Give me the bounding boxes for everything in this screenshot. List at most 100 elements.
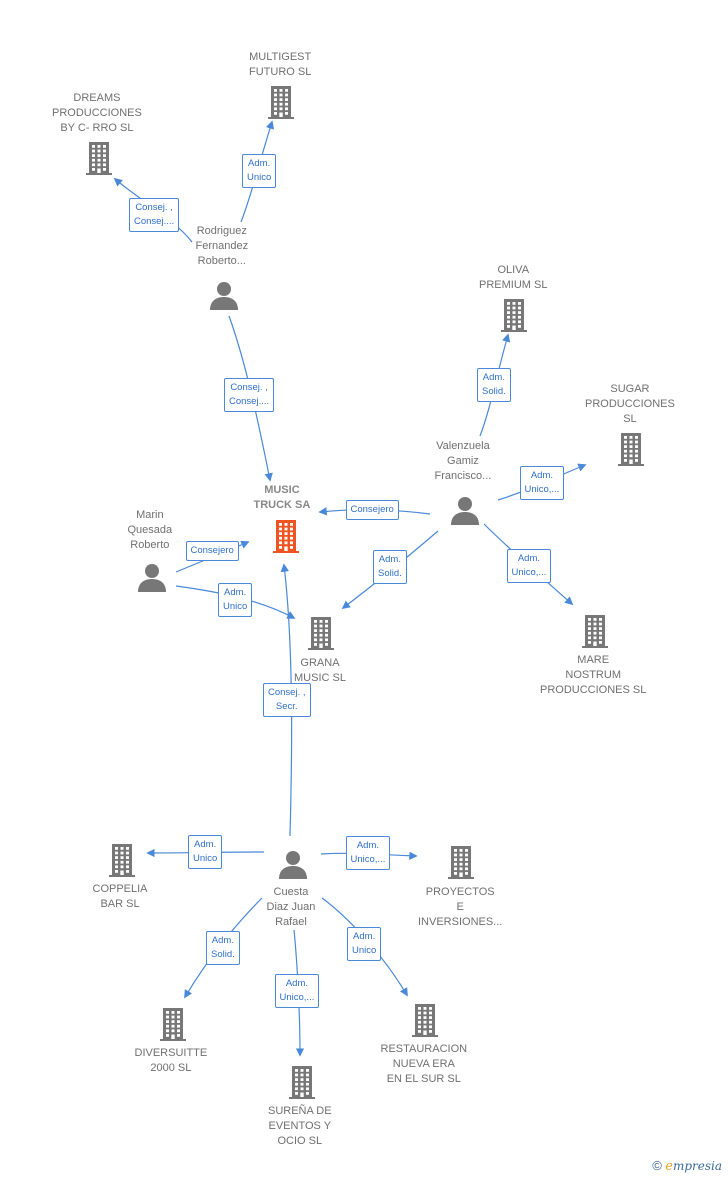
edge-label-line: Consej. ,	[230, 382, 268, 393]
edge-label-cuesta-to-music_truck[interactable]: Consej. , Secr.	[263, 683, 311, 717]
node-label-music-truck[interactable]: MUSIC TRUCK SA	[254, 483, 311, 513]
edge-label-line: Unico	[247, 172, 272, 183]
building-icon-mare[interactable]	[581, 614, 609, 653]
node-label-line: NOSTRUM	[565, 669, 621, 681]
node-label-line: 2000 SL	[150, 1062, 192, 1074]
person-icon-rodriguez[interactable]	[209, 280, 239, 315]
node-label-diversuitte[interactable]: DIVERSUITTE 2000 SL	[135, 1046, 208, 1076]
person-icon-cuesta[interactable]	[278, 849, 308, 884]
person-icon-valenzuela[interactable]	[450, 495, 480, 530]
edge-label-rodriguez-to-dreams[interactable]: Consej. ,Consej....	[129, 198, 180, 232]
building-icon-oliva[interactable]	[500, 298, 528, 337]
building-icon-restauracion[interactable]	[411, 1003, 439, 1042]
edge-label-line: Adm.	[224, 587, 247, 598]
edge-label-line: Adm.	[285, 978, 309, 989]
node-label-line: GRANA	[300, 657, 340, 669]
edge-label-rodriguez-to-music_truck[interactable]: Consej. , Consej....	[224, 378, 275, 412]
node-label-line: SL	[623, 413, 637, 425]
node-label-line: OLIVA	[497, 264, 530, 276]
node-label-line: INVERSIONES...	[418, 916, 503, 928]
node-label-line: Roberto	[130, 539, 170, 551]
node-label-line: TRUCK SA	[253, 499, 311, 511]
node-label-line: BAR SL	[100, 898, 140, 910]
node-label-line: SUREÑA DE	[268, 1105, 332, 1117]
edge-label-valenzuela-to-sugar[interactable]: Adm.Unico,...	[519, 466, 565, 500]
edge-label-line: Adm.	[517, 553, 541, 564]
node-label-coppelia[interactable]: COPPELIA BAR SL	[93, 882, 148, 912]
edge-label-line: Adm.	[356, 840, 380, 851]
node-label-line: PRODUCCIONES SL	[540, 684, 647, 696]
edge-label-line: Consej....	[229, 396, 270, 407]
building-icon-sugar[interactable]	[617, 432, 645, 471]
node-label-line: Cuesta	[273, 886, 309, 898]
building-icon-dreams[interactable]	[85, 141, 113, 180]
node-label-oliva[interactable]: OLIVA PREMIUM SL	[479, 263, 547, 293]
edge-label-line: Consejero	[350, 504, 394, 515]
edge-label-cuesta-to-restauracion[interactable]: Adm.Unico	[347, 927, 382, 961]
edge-label-cuesta-to-proyectos[interactable]: Adm.Unico,...	[345, 836, 391, 870]
edge-label-cuesta-to-coppelia[interactable]: Adm.Unico	[188, 835, 223, 869]
edge-label-valenzuela-to-oliva[interactable]: Adm. Solid.	[477, 368, 511, 402]
edge-label-valenzuela-to-grana[interactable]: Adm.Solid.	[373, 550, 407, 584]
building-icon-grana[interactable]	[307, 616, 335, 655]
edge-label-valenzuela-to-mare[interactable]: Adm. Unico,...	[506, 549, 552, 583]
node-label-line: MUSIC	[264, 484, 300, 496]
edge-label-line: Adm.	[194, 839, 217, 850]
edge-label-line: Unico,...	[511, 567, 547, 578]
edge-label-marin-to-music_truck[interactable]: Consejero	[185, 541, 239, 561]
node-label-line: Rafael	[275, 916, 307, 928]
node-label-line: MARE	[577, 654, 610, 666]
edge-label-line: Secr.	[275, 701, 298, 712]
building-icon-music-truck[interactable]	[271, 519, 301, 558]
node-label-mare[interactable]: MARE NOSTRUM PRODUCCIONES SL	[540, 653, 646, 698]
edge-label-line: Adm.	[211, 935, 234, 946]
edge-label-rodriguez-to-multigest[interactable]: Adm. Unico	[242, 154, 277, 188]
edge-label-line: Consej. ,	[268, 687, 306, 698]
node-label-line: Diaz Juan	[266, 901, 316, 913]
node-label-line: COPPELIA	[92, 883, 148, 895]
edge-label-line: Adm.	[353, 931, 376, 942]
building-icon-proyectos[interactable]	[447, 845, 475, 884]
node-label-line: BY C- RRO SL	[60, 122, 134, 134]
edge-label-line: Consej. ,	[135, 202, 173, 213]
node-label-line: DIVERSUITTE	[134, 1047, 208, 1059]
building-icon-surena[interactable]	[288, 1065, 316, 1104]
edge-label-line: Consejero	[190, 545, 234, 556]
node-label-line: Quesada	[127, 524, 173, 536]
node-label-line: NUEVA ERA	[392, 1058, 455, 1070]
edge-label-cuesta-to-diversuitte[interactable]: Adm.Solid.	[206, 931, 240, 965]
node-label-line: PRODUCCIONES	[585, 398, 675, 410]
edge-label-line: Unico,...	[279, 992, 315, 1003]
edge-label-line: Adm.	[482, 372, 505, 383]
building-icon-coppelia[interactable]	[108, 843, 136, 882]
edge-label-line: Unico	[223, 601, 248, 612]
node-label-line: EVENTOS Y	[268, 1120, 332, 1132]
edge-label-marin-to-grana[interactable]: Adm. Unico	[218, 583, 253, 617]
edge-label-line: Solid.	[482, 386, 506, 397]
edge-label-line: Unico,...	[524, 484, 560, 495]
node-label-line: PREMIUM SL	[479, 279, 548, 291]
building-icon-diversuitte[interactable]	[159, 1007, 187, 1046]
edge-label-cuesta-to-surena[interactable]: Adm. Unico,...	[274, 974, 320, 1008]
edge-label-line: Adm.	[248, 158, 271, 169]
node-label-line: Roberto...	[197, 255, 246, 267]
node-label-line: Marin	[136, 509, 164, 521]
building-icon-multigest[interactable]	[267, 85, 295, 124]
node-label-line: Fernandez	[195, 240, 249, 252]
node-label-line: Valenzuela	[436, 440, 490, 452]
edge-label-valenzuela-to-music_truck[interactable]: Consejero	[345, 500, 399, 520]
edge-label-line: Solid.	[378, 568, 402, 579]
person-icon-marin[interactable]	[137, 562, 167, 597]
